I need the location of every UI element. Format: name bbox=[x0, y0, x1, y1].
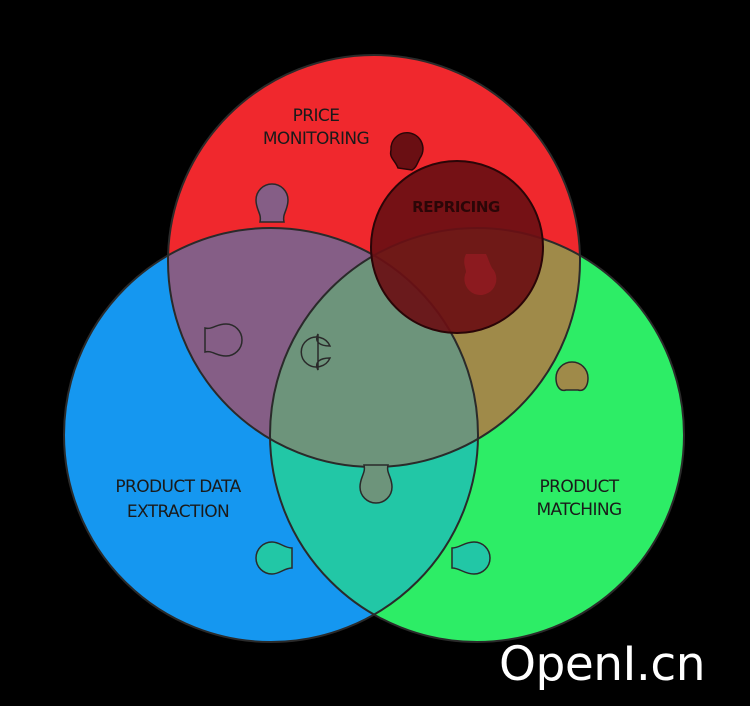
watermark: OpenI.cn bbox=[499, 637, 705, 692]
product-data-extraction-label-line-2: EXTRACTION bbox=[127, 502, 229, 522]
repricing-overlay bbox=[370, 132, 544, 334]
price-monitoring-label-line-2: MONITORING bbox=[263, 129, 369, 149]
puzzle-knobs bbox=[204, 183, 589, 575]
repricing-label: REPRICING bbox=[412, 198, 500, 216]
product-matching-label-line-2: MATCHING bbox=[536, 500, 621, 520]
price-monitoring-label-line-1: PRICE bbox=[293, 106, 340, 126]
product-matching-label-line-1: PRODUCT bbox=[539, 477, 619, 497]
product-matching-label: PRODUCT MATCHING bbox=[536, 477, 622, 520]
product-data-extraction-label: PRODUCT DATA EXTRACTION bbox=[115, 477, 242, 522]
price-monitoring-label: PRICE MONITORING bbox=[263, 106, 370, 149]
product-data-extraction-label-line-1: PRODUCT DATA bbox=[115, 477, 241, 497]
